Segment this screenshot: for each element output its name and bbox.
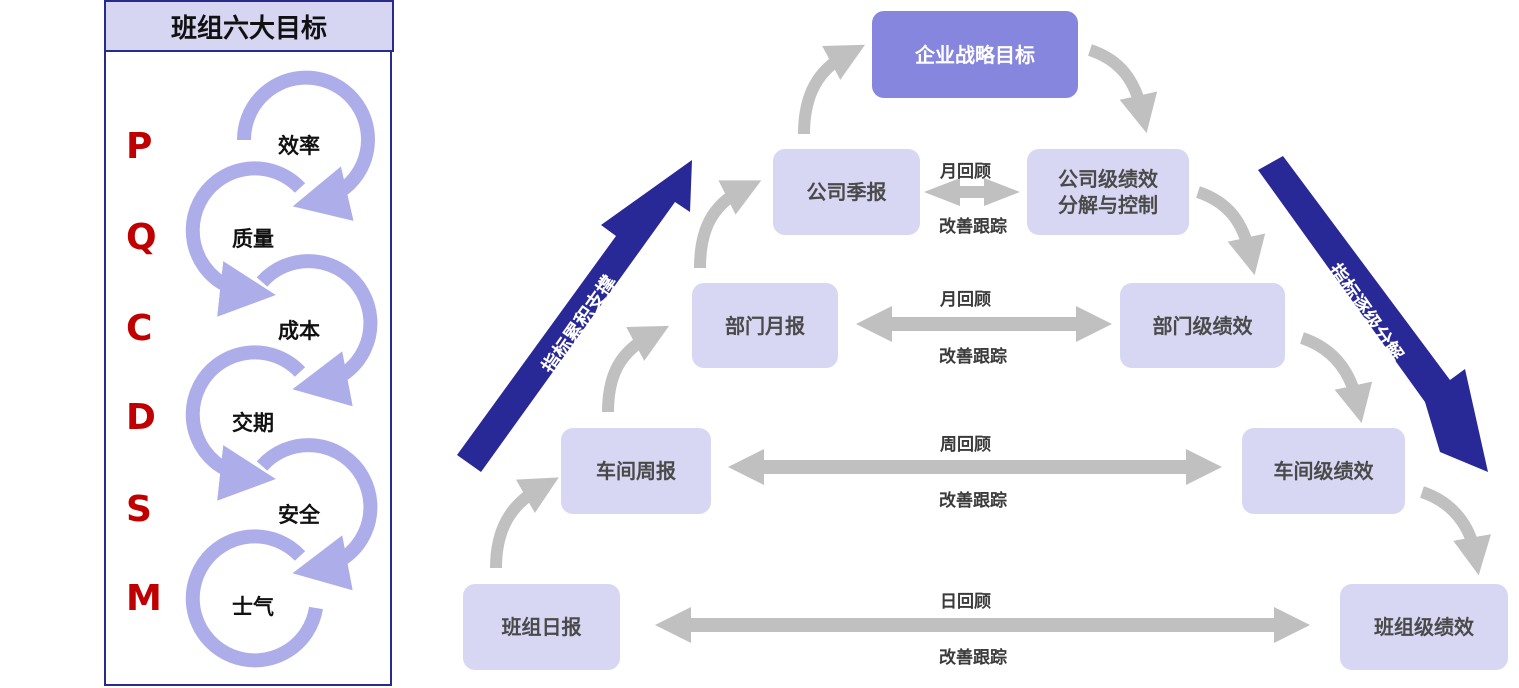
cycle-arrow-6 xyxy=(185,529,323,668)
cycle-arrow-4 xyxy=(185,345,306,501)
cycle-arrow-1 xyxy=(236,70,375,221)
decompose-arrow xyxy=(1258,156,1488,472)
track-label-1: 改善跟踪 xyxy=(939,217,1007,237)
double-arrow-1 xyxy=(924,178,1020,206)
goal-morale: 士气 xyxy=(232,595,274,619)
cycle-arrow-5 xyxy=(256,438,378,591)
double-arrow-2 xyxy=(856,306,1112,342)
workshop-performance-box: 车间级绩效 xyxy=(1242,428,1405,514)
flow-arrow-down-3 xyxy=(1299,332,1373,424)
flow-arrow-up-3 xyxy=(694,180,762,269)
company-performance-line-1: 公司级绩效 xyxy=(1058,167,1158,191)
track-label-2: 改善跟踪 xyxy=(939,347,1007,367)
goal-letter-c: C xyxy=(126,308,153,349)
accumulate-arrow xyxy=(457,160,692,472)
goals-panel-title: 班组六大目标 xyxy=(104,0,394,52)
team-daily-report-box: 班组日报 xyxy=(463,584,620,670)
goals-panel xyxy=(104,0,392,686)
goal-letter-p: P xyxy=(126,126,153,167)
track-label-4: 改善跟踪 xyxy=(939,648,1007,668)
review-label-4: 日回顾 xyxy=(940,592,991,612)
department-performance-box: 部门级绩效 xyxy=(1120,283,1285,368)
goal-letter-m: M xyxy=(126,578,162,619)
flow-arrow-up-4 xyxy=(798,44,866,135)
flow-arrow-down-4 xyxy=(1419,486,1492,576)
strategy-goal-box: 企业战略目标 xyxy=(872,11,1078,98)
double-arrow-4 xyxy=(655,607,1310,643)
goal-letter-d: D xyxy=(126,397,156,438)
company-performance-line-2: 分解与控制 xyxy=(1058,193,1158,217)
double-arrow-3 xyxy=(728,449,1222,485)
company-quarterly-report-box: 公司季报 xyxy=(773,149,920,235)
cycle-arrow-3 xyxy=(256,254,378,407)
goal-delivery: 交期 xyxy=(232,411,274,435)
goal-efficiency: 效率 xyxy=(278,134,320,158)
track-label-3: 改善跟踪 xyxy=(939,491,1007,511)
cycle-arrow-2 xyxy=(185,161,306,317)
flow-arrow-down-2 xyxy=(1195,186,1266,276)
review-label-2: 月回顾 xyxy=(940,290,991,310)
review-label-3: 周回顾 xyxy=(940,435,991,455)
goal-safety: 安全 xyxy=(278,503,320,527)
workshop-weekly-report-box: 车间周报 xyxy=(561,428,711,514)
flow-arrow-up-2 xyxy=(602,325,670,413)
team-performance-box: 班组级绩效 xyxy=(1340,584,1508,670)
company-performance-box: 公司级绩效 分解与控制 xyxy=(1027,149,1189,235)
goal-letter-s: S xyxy=(126,489,152,530)
goal-cost: 成本 xyxy=(278,319,320,343)
flow-arrow-down-1 xyxy=(1087,44,1158,134)
flow-arrow-up-1 xyxy=(490,477,559,569)
review-label-1: 月回顾 xyxy=(940,162,991,182)
department-monthly-report-box: 部门月报 xyxy=(692,283,838,368)
goal-letter-q: Q xyxy=(126,217,157,258)
goal-quality: 质量 xyxy=(232,227,274,251)
